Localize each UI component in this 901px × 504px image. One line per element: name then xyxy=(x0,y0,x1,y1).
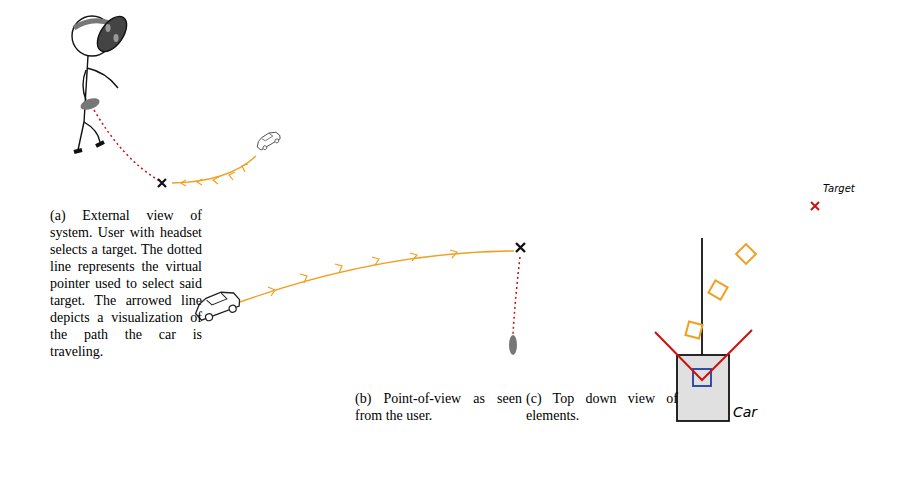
subfigure-caption: (c) Top down view of elements. xyxy=(526,390,678,424)
car-body xyxy=(677,355,729,421)
subfigure-caption: (a) External view of system. User with h… xyxy=(50,207,202,360)
path-waypoints xyxy=(685,244,755,338)
target-mark xyxy=(516,243,525,252)
subfigure-caption: (b) Point-of-view as seen from the user. xyxy=(355,390,522,424)
camera-square xyxy=(693,369,711,386)
car-path xyxy=(240,251,514,302)
car-path xyxy=(172,156,256,183)
field-of-view xyxy=(655,330,752,380)
handwritten-label: Car xyxy=(733,404,757,420)
target-mark xyxy=(811,202,819,210)
controller xyxy=(509,335,517,355)
car-icon xyxy=(254,129,283,152)
user-figure xyxy=(72,11,132,152)
target-mark xyxy=(158,179,166,187)
controller xyxy=(79,96,101,112)
path-arrows xyxy=(268,250,457,296)
path-arrows xyxy=(181,164,248,186)
virtual-pointer xyxy=(513,257,520,334)
handwritten-label: Target xyxy=(823,183,855,194)
virtual-pointer xyxy=(94,110,158,180)
